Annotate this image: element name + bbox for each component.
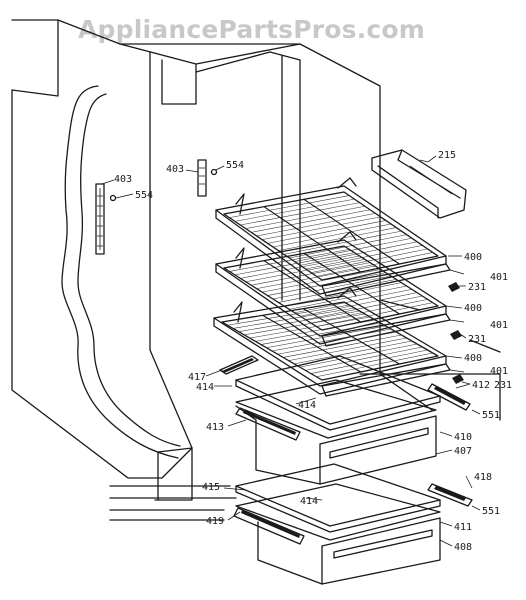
callout-554-left: 554 (135, 190, 153, 201)
door-gasket (61, 85, 181, 459)
shelf-wire (245, 259, 365, 283)
drawer-rail-412 (427, 383, 471, 411)
shelf-wire (294, 237, 412, 262)
callout-labels: 403 554 403 554 215 400 401 231 400 401 … (114, 150, 512, 553)
callout-400-c: 400 (464, 353, 482, 364)
shelf-wire (278, 279, 397, 303)
shelf-wire (256, 213, 376, 237)
shelf-wire (256, 265, 376, 289)
shelf-divider (263, 206, 361, 273)
shelf-wire (272, 223, 392, 248)
callout-551-b: 551 (482, 506, 500, 517)
shelf-wire (271, 328, 392, 352)
shelf-wire (300, 241, 418, 266)
shelf-wire (316, 252, 433, 277)
callout-401-a: 401 (490, 272, 508, 283)
crisper-cover-upper (235, 355, 441, 431)
shelf-wire (299, 343, 418, 368)
callout-408: 408 (454, 542, 472, 553)
shelf-wire (227, 304, 350, 326)
callout-414-a: 414 (196, 382, 214, 393)
shelf-wire (277, 331, 397, 355)
shelf-wire (283, 230, 402, 255)
callout-400-a: 400 (464, 252, 482, 263)
shelf-bottom (213, 287, 451, 397)
shelf-wire (305, 245, 423, 270)
shelf-wire (288, 337, 407, 361)
drawer-rail-417 (219, 355, 259, 375)
cabinet-body (11, 19, 501, 521)
leader-lines (101, 155, 481, 547)
shelf-bracket-middle (197, 159, 218, 197)
callout-403-left: 403 (114, 174, 132, 185)
shelf-wire (251, 262, 371, 286)
callout-403-mid: 403 (166, 164, 184, 175)
callout-412: 412 (472, 380, 490, 391)
crisper-cover-lower (235, 463, 441, 533)
callout-551-a: 551 (482, 410, 500, 421)
shelf-wire (251, 209, 371, 233)
shelf-wire (262, 269, 381, 293)
shelf-wire (238, 310, 360, 332)
shelf-wire (240, 255, 360, 279)
callout-414-b: 414 (298, 400, 316, 411)
callout-417: 417 (188, 372, 206, 383)
callout-413: 413 (206, 422, 224, 433)
shelf-wire (234, 252, 355, 276)
shelf-divider (262, 314, 361, 373)
shelf-wire (266, 325, 386, 349)
shelf-wire (229, 195, 350, 218)
shelf-divider (303, 252, 400, 315)
callout-411: 411 (454, 522, 472, 533)
shelf-wire (316, 352, 433, 378)
callout-400-b: 400 (464, 303, 482, 314)
callout-401-c: 401 (490, 366, 508, 377)
shelf-wire (294, 340, 412, 365)
shelf-wire (249, 316, 371, 339)
shelf-divider (303, 198, 400, 265)
crisper-drawer-upper (235, 379, 437, 485)
shelf-wire (245, 205, 365, 229)
crisper-drawer-lower (233, 483, 441, 585)
shelf-wire (233, 307, 355, 329)
storage-bin-215 (371, 149, 467, 219)
shelf-wire (272, 275, 392, 300)
shelf-wire (267, 220, 386, 244)
shelf-wire (244, 313, 365, 336)
callout-419: 419 (206, 516, 224, 527)
shelf-top (215, 177, 451, 297)
callout-418: 418 (474, 472, 492, 483)
shelf-wire (267, 272, 386, 296)
shelf-wire (262, 216, 381, 240)
shelf-wire (311, 248, 428, 273)
shelf-wire (278, 227, 397, 251)
callout-407: 407 (454, 446, 472, 457)
shelf-wire (260, 322, 381, 345)
shelf-divider (303, 308, 400, 365)
callout-231-a: 231 (468, 282, 486, 293)
callout-231-c: 231 (494, 380, 512, 391)
shelf-wire (289, 234, 407, 259)
shelf-clips-231 (448, 282, 464, 384)
shelf-middle (215, 231, 451, 347)
callout-401-b: 401 (490, 320, 508, 331)
callout-414-c: 414 (300, 496, 318, 507)
shelf-wire (310, 349, 428, 374)
callout-215: 215 (438, 150, 456, 161)
shelf-wire (305, 346, 423, 371)
shelf-wire (240, 202, 360, 226)
callout-231-b: 231 (468, 334, 486, 345)
callout-554-mid: 554 (226, 160, 244, 171)
callout-415: 415 (202, 482, 220, 493)
shelf-divider (263, 260, 361, 323)
drawer-rail-418 (427, 483, 473, 507)
shelf-bracket-left (95, 183, 117, 255)
shelf-wire (229, 249, 350, 272)
shelf-wire (283, 334, 402, 358)
shelf-wire (255, 319, 376, 342)
shelf-wire (234, 198, 355, 222)
watermark-text: AppliancePartsPros.com (78, 15, 425, 44)
callout-410: 410 (454, 432, 472, 443)
